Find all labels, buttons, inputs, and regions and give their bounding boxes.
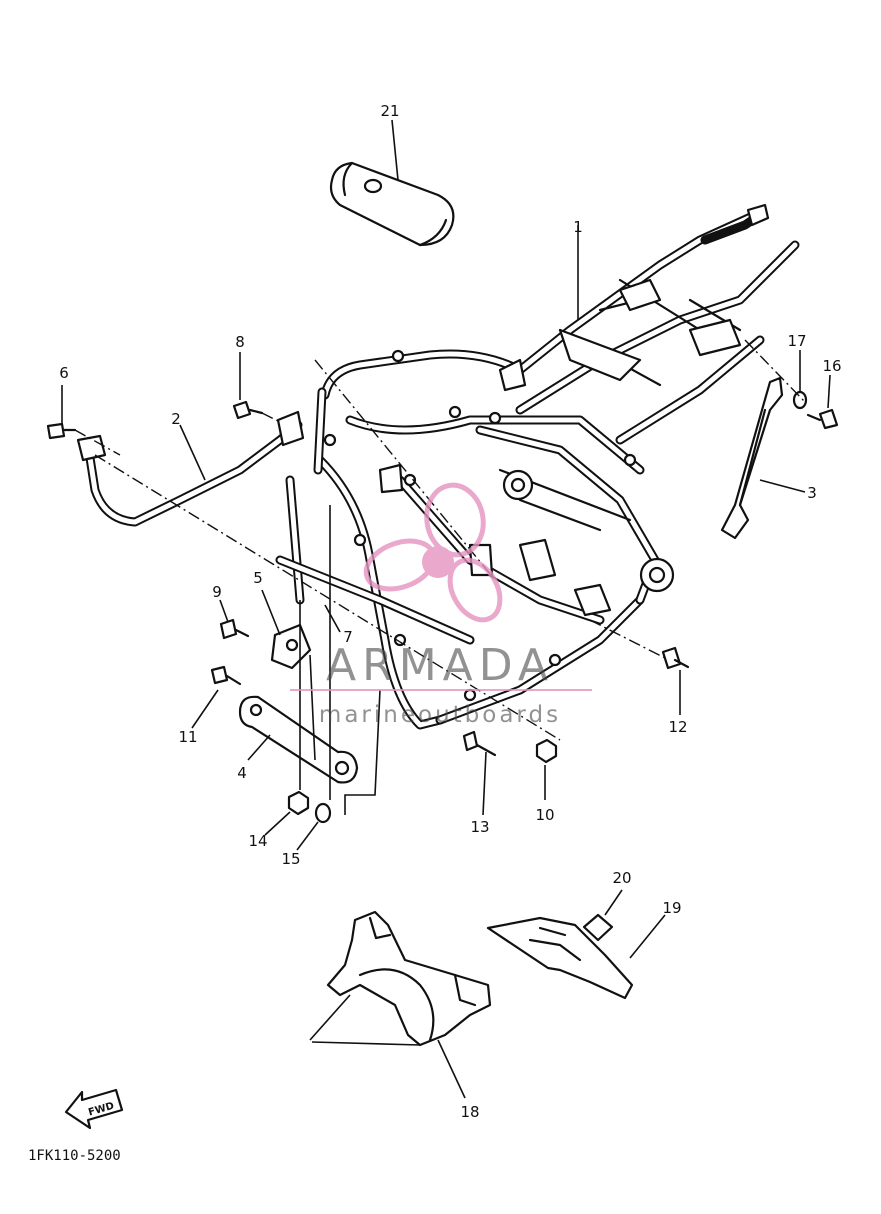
part-2-bracket: [76, 410, 305, 527]
callout-16: 16: [822, 357, 841, 375]
part-5-mount-plate: [270, 623, 312, 670]
watermark-tagline: marineoutboards: [319, 702, 561, 728]
diagram-code: 1FK110-5200: [28, 1148, 121, 1164]
callout-13: 13: [470, 818, 489, 836]
part-19-guard-plate: [486, 916, 634, 1000]
callout-20: 20: [612, 869, 631, 887]
part-21-cover: [329, 161, 455, 247]
callout-1: 1: [573, 218, 583, 236]
part-3-rear-stay: [720, 376, 784, 540]
callout-14: 14: [248, 832, 267, 850]
callout-12: 12: [668, 718, 687, 736]
callout-3: 3: [807, 484, 817, 502]
callout-5: 5: [253, 569, 263, 587]
callout-21: 21: [380, 102, 399, 120]
callout-10: 10: [535, 806, 554, 824]
part-18-lower-cover: [326, 910, 492, 1047]
callout-18: 18: [460, 1103, 479, 1121]
callout-labels: 1 2 3 4 5 6 7 8 9 10 11 12 13 14 15 16 1…: [59, 102, 841, 1121]
assembly-lines: [74, 339, 806, 1046]
callout-2: 2: [171, 410, 181, 428]
callout-11: 11: [178, 728, 197, 746]
armada-propeller-logo-icon: [363, 482, 503, 623]
callout-leaders: [61, 119, 831, 1099]
callout-7: 7: [343, 628, 353, 646]
callout-17: 17: [787, 332, 806, 350]
part-4-mount-link: [238, 695, 359, 784]
watermark-brand: ARMADA: [326, 640, 554, 691]
fwd-arrow-icon: FWD: [64, 1088, 124, 1130]
callout-19: 19: [662, 899, 681, 917]
armada-watermark: ARMADA marineoutboards: [290, 482, 592, 728]
callout-8: 8: [235, 333, 245, 351]
callout-6: 6: [59, 364, 69, 382]
callout-4: 4: [237, 764, 247, 782]
callout-15: 15: [281, 850, 300, 868]
part-1-main-frame: [275, 203, 800, 730]
hardware-parts: [46, 390, 839, 942]
callout-9: 9: [212, 583, 222, 601]
